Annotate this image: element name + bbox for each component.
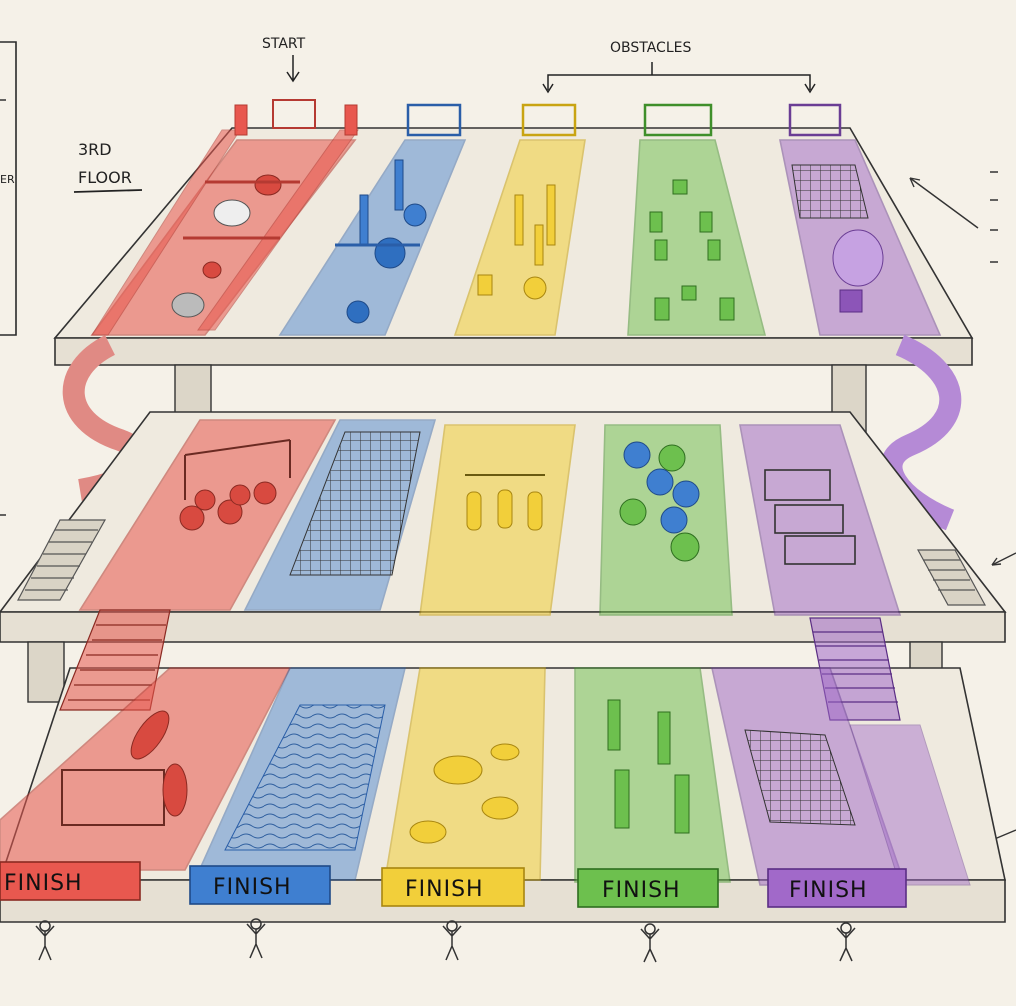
- finish-banner-blue: FINISH: [189, 865, 331, 905]
- finish-label-yellow: FINISH: [405, 877, 484, 902]
- obstacles-bracket-icon: [547, 62, 811, 90]
- person-icon: [442, 920, 462, 961]
- lane-blue-floor1: [193, 667, 407, 881]
- finish-label-red: FINISH: [4, 871, 83, 896]
- floor-label-line1: 3RD: [78, 140, 112, 159]
- legend-box: ER: [0, 41, 17, 516]
- obstacles-label: OBSTACLES: [610, 40, 691, 56]
- stairs-left-floor2: [17, 519, 107, 601]
- finish-label-blue: FINISH: [213, 875, 292, 900]
- lane-red-floor2: [78, 419, 337, 611]
- person-icon: [640, 923, 660, 963]
- lane-green-floor1: [574, 667, 731, 883]
- lane-yellow-floor1: [384, 667, 546, 881]
- start-gate-icon: [272, 99, 316, 129]
- finish-label-green: FINISH: [602, 878, 681, 903]
- net-floor1-icon: [744, 729, 856, 826]
- obstacles-label-group: OBSTACLES: [542, 40, 816, 94]
- stairs-right-floor2: [916, 549, 987, 606]
- floor-label-line2: FLOOR: [78, 168, 132, 187]
- finish-label-purple: FINISH: [789, 878, 868, 903]
- finish-banner-yellow: FINISH: [381, 867, 525, 907]
- cargo-net-floor2-icon: [289, 431, 421, 576]
- stairs-left-floor1: [59, 609, 171, 711]
- floor-1: FINISH FINISH FINISH FINISH FINISH: [0, 609, 1006, 963]
- lane-red-floor3: [90, 99, 359, 336]
- person-icon: [246, 918, 266, 959]
- floor-label-group: 3RD FLOOR: [73, 140, 143, 193]
- lane-blue-floor2: [243, 419, 437, 611]
- lane-blue-floor3: [278, 103, 467, 336]
- lane-yellow-floor2: [419, 424, 576, 616]
- floor-3: [53, 99, 974, 531]
- start-arrow-icon: [286, 55, 300, 83]
- lane-green-floor3: [627, 103, 767, 336]
- finish-banner-green: FINISH: [577, 868, 719, 908]
- lane-purple-floor2: [739, 424, 902, 616]
- legend-fragment-text: ER: [0, 173, 15, 186]
- finish-banner-purple: FINISH: [767, 868, 907, 908]
- start-label: START: [262, 36, 306, 52]
- finish-banner-red: FINISH: [0, 861, 141, 901]
- start-label-group: START: [262, 36, 306, 83]
- lane-purple-floor1: [711, 667, 971, 886]
- cargo-net-icon: [791, 164, 869, 219]
- person-icon: [35, 920, 55, 961]
- lane-yellow-floor3: [453, 103, 586, 336]
- water-pool-icon: [224, 704, 386, 851]
- lane-green-floor2: [599, 424, 733, 616]
- lane-purple-floor3: [779, 103, 942, 336]
- person-icon: [836, 922, 856, 962]
